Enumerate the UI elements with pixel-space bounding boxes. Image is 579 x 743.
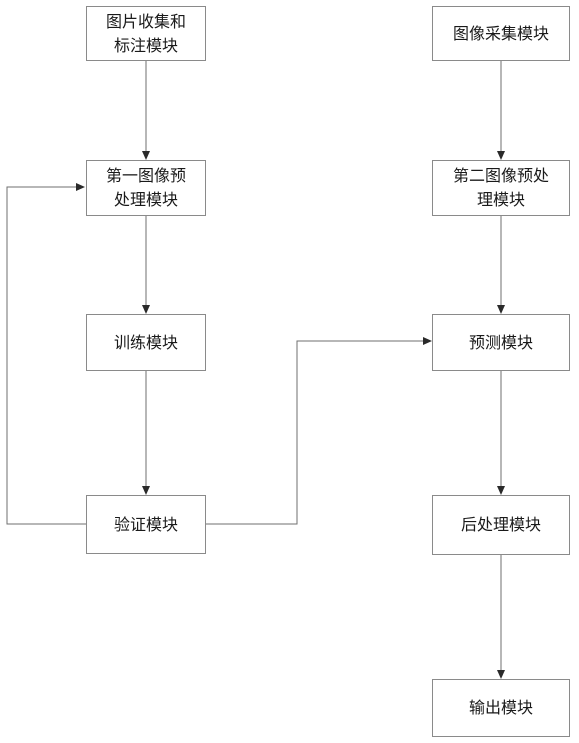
node-label-line: 验证模块 [113, 514, 178, 534]
edge-verify-feedback-to-pre1 [6, 186, 86, 525]
node-prediction: 预测模块 [432, 314, 570, 371]
node-label-line: 理模块 [476, 190, 525, 209]
node-verification: 验证模块 [86, 495, 206, 554]
node-label-line: 第一图像预 [105, 166, 186, 185]
node-label-line: 输出模块 [468, 698, 533, 717]
node-label-line: 图片收集和 [105, 11, 186, 31]
arrowhead-train-top [142, 305, 150, 314]
node-output: 输出模块 [432, 679, 570, 737]
node-image-collection-annotation: 图片收集和 标注模块 [86, 6, 206, 61]
arrowhead-post-top [497, 486, 505, 495]
arrowhead-verify-top [142, 486, 150, 495]
node-label-line: 图像采集模块 [452, 23, 549, 43]
node-label-line: 后处理模块 [460, 515, 541, 534]
node-image-capture: 图像采集模块 [432, 6, 570, 61]
arrowhead-predict-left [423, 337, 432, 345]
node-label-line: 第二图像预处 [452, 166, 549, 185]
node-label-line: 处理模块 [113, 190, 178, 209]
node-training: 训练模块 [86, 314, 206, 371]
arrowhead-pre1-top [142, 151, 150, 160]
node-label-line: 标注模块 [113, 35, 178, 55]
arrowhead-predict-top [497, 305, 505, 314]
arrowhead-pre1-left [76, 183, 85, 191]
node-post-processing: 后处理模块 [432, 495, 570, 555]
node-label-line: 训练模块 [113, 332, 178, 352]
arrowhead-output-top [497, 670, 505, 679]
edge-verify-to-predict [206, 340, 424, 525]
node-second-image-preprocessing: 第二图像预处 理模块 [432, 160, 570, 216]
node-label-line: 预测模块 [468, 332, 533, 352]
arrowhead-pre2-top [497, 151, 505, 160]
node-first-image-preprocessing: 第一图像预 处理模块 [86, 160, 206, 216]
